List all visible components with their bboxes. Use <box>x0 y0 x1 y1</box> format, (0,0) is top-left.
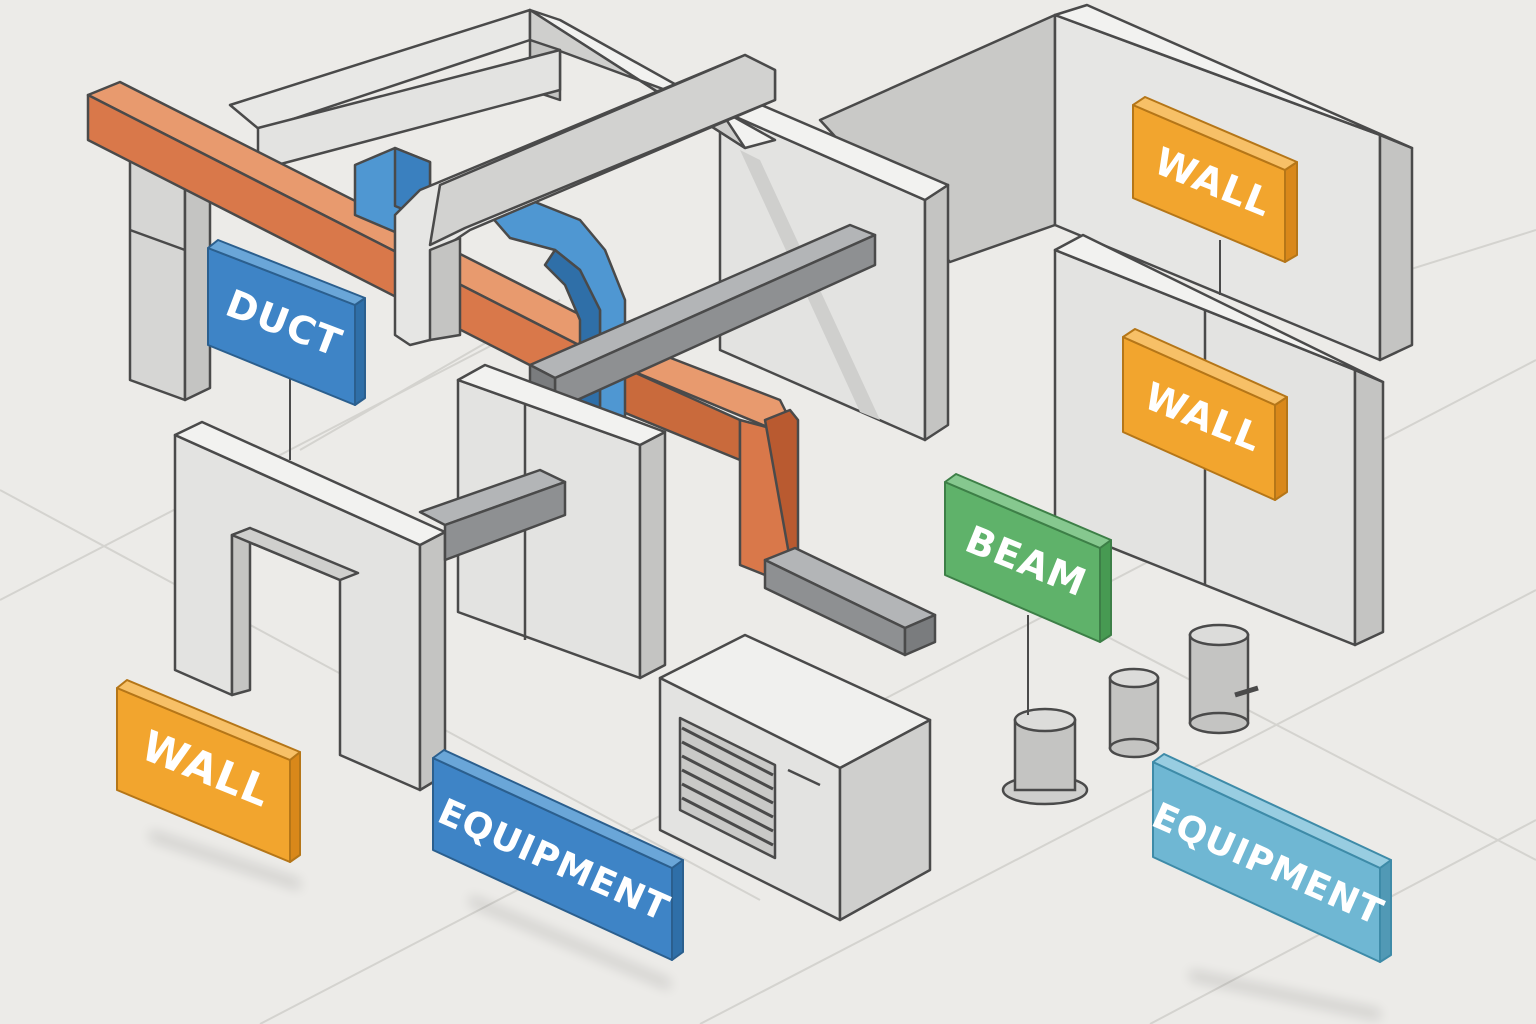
label-duct: DUCT <box>207 239 366 406</box>
label-equipment-right: EQUIPMENT <box>1146 753 1392 963</box>
wall-front-portal <box>173 420 447 792</box>
ac-unit <box>658 633 932 922</box>
label-wall-middle-right: WALL <box>1122 328 1288 501</box>
label-shadows <box>150 830 1380 1020</box>
label-equipment-center: EQUIPMENT <box>432 749 684 961</box>
cylinders <box>1001 623 1259 806</box>
duct-orange <box>86 80 800 577</box>
label-poles <box>289 240 1221 715</box>
label-wall-bottom-left: WALL <box>116 679 301 863</box>
frame-arch <box>393 53 777 347</box>
beam-portal <box>418 468 567 562</box>
beam-lower <box>763 546 937 657</box>
label-wall-top-right: WALL <box>1132 96 1298 263</box>
label-beam: BEAM <box>944 473 1112 643</box>
wall-middle-panel <box>456 363 667 680</box>
